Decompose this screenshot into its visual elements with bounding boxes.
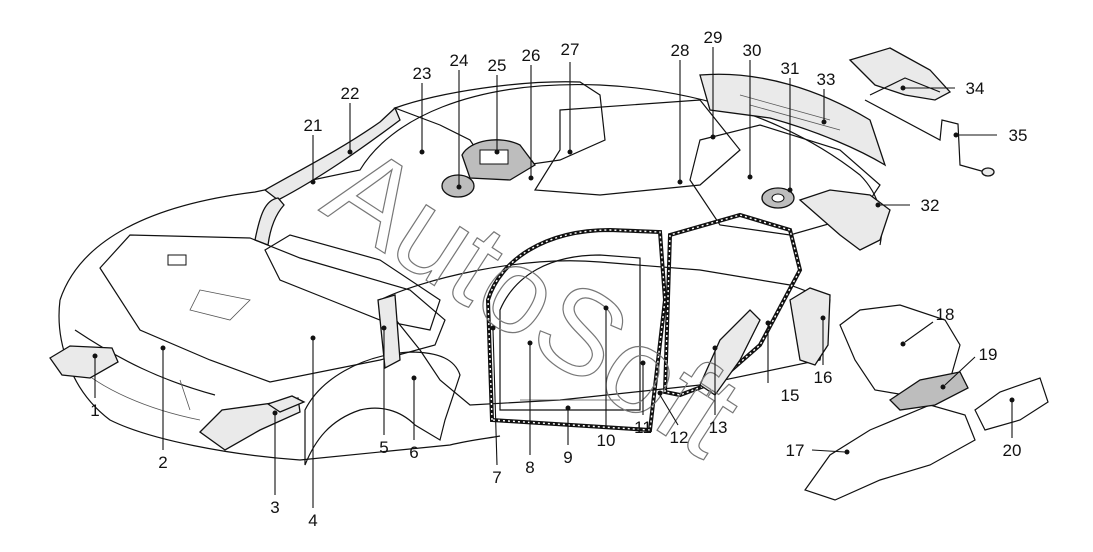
callout-2: 2 <box>158 453 167 472</box>
spare-tire-holder <box>761 187 795 209</box>
callout-35: 35 <box>1009 126 1028 145</box>
leader-dots <box>92 85 1015 455</box>
watermark-text: AutoSoft <box>304 119 763 482</box>
roof-headliner <box>393 81 741 196</box>
bracket-part-19 <box>888 371 969 411</box>
callout-25: 25 <box>488 56 507 75</box>
jack-handle <box>864 99 995 177</box>
callout-3: 3 <box>270 498 279 517</box>
panel-part-20 <box>974 377 1049 431</box>
callout-19: 19 <box>979 345 998 364</box>
front-door-opening <box>499 254 641 411</box>
callout-34: 34 <box>966 79 985 98</box>
callout-15: 15 <box>781 386 800 405</box>
callout-5: 5 <box>379 438 388 457</box>
a-pillar-trim <box>377 294 401 370</box>
callout-17: 17 <box>786 441 805 460</box>
callout-31: 31 <box>781 59 800 78</box>
rear-door-seal <box>662 212 803 398</box>
callout-21: 21 <box>304 116 323 135</box>
callout-7: 7 <box>492 468 501 487</box>
callout-8: 8 <box>525 458 534 477</box>
callout-11: 11 <box>634 418 652 437</box>
callout-1: 1 <box>90 401 99 420</box>
bracket-part-3 <box>198 395 306 451</box>
trunk-lid-trim <box>699 73 887 167</box>
roof-rail-trim <box>254 106 401 246</box>
callout-28: 28 <box>671 41 690 60</box>
callout-4: 4 <box>308 511 317 530</box>
callout-13: 13 <box>709 418 728 437</box>
rear-wheel-liner-right <box>839 304 961 396</box>
callout-24: 24 <box>450 51 469 70</box>
dash-insulation <box>264 234 441 331</box>
callout-29: 29 <box>704 28 723 47</box>
callout-26: 26 <box>522 46 541 65</box>
callout-9: 9 <box>563 448 572 467</box>
car-jack <box>848 47 952 101</box>
callout-18: 18 <box>936 305 955 324</box>
front-door-seal <box>485 227 668 433</box>
rear-wheel-liner-left <box>804 404 976 501</box>
front-wheel-liner <box>304 351 461 466</box>
callout-20: 20 <box>1003 441 1022 460</box>
callout-labels: 1 2 3 4 5 6 7 8 9 10 11 12 13 15 16 17 1… <box>90 28 1027 530</box>
callout-30: 30 <box>743 41 762 60</box>
rear-quarter-trim <box>789 287 831 366</box>
leader-lines <box>94 47 1013 508</box>
car-body-outline <box>58 83 883 461</box>
callout-27: 27 <box>561 40 580 59</box>
callout-6: 6 <box>409 443 418 462</box>
rear-pillar-trim <box>798 189 891 251</box>
callout-23: 23 <box>413 64 432 83</box>
bracket-part-1 <box>49 345 119 379</box>
callout-16: 16 <box>814 368 833 387</box>
overhead-console <box>461 139 536 181</box>
callout-33: 33 <box>817 70 836 89</box>
hood-insulation-pad <box>99 234 446 383</box>
callout-12: 12 <box>670 428 689 447</box>
callout-32: 32 <box>921 196 940 215</box>
callout-22: 22 <box>341 84 360 103</box>
callout-10: 10 <box>597 431 616 450</box>
